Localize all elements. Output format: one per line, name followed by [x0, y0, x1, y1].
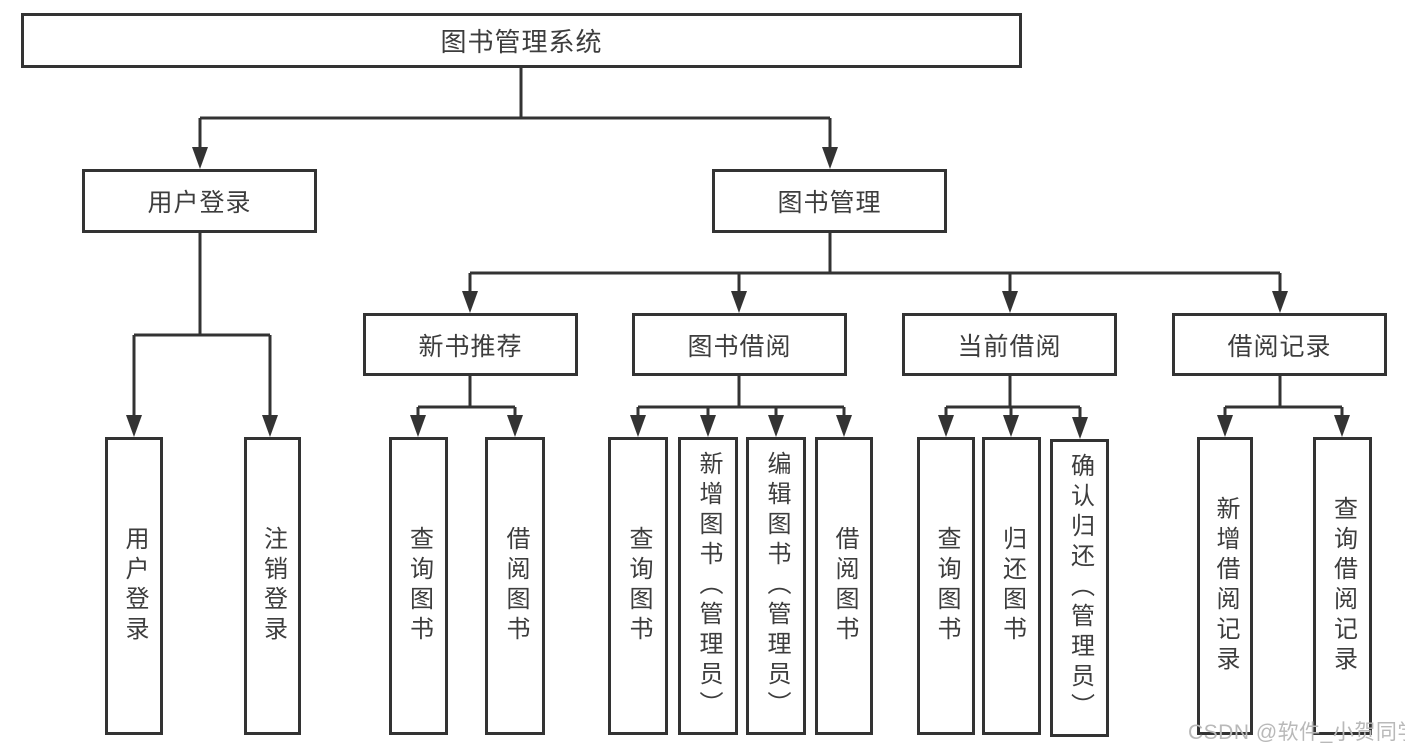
arrow-down-icon: [938, 415, 954, 437]
arrow-down-icon: [262, 415, 278, 437]
leaf-add-books-admin: 新增图书（管理员）: [678, 437, 738, 735]
leaf-return-books: 归还图书: [982, 437, 1041, 735]
connector-current: [944, 376, 1082, 418]
arrow-down-icon: [1003, 415, 1019, 437]
node-new-book-recommendation: 新书推荐: [363, 313, 578, 376]
arrow-down-icon: [410, 415, 426, 437]
connector-records: [1223, 376, 1344, 416]
node-book-borrowing: 图书借阅: [632, 313, 847, 376]
arrow-down-icon: [462, 291, 478, 313]
node-user-login: 用户登录: [82, 169, 317, 233]
arrow-down-icon: [1334, 415, 1350, 437]
arrow-down-icon: [836, 415, 852, 437]
node-library-management-system: 图书管理系统: [21, 13, 1022, 68]
connector-book-mgmt: [468, 233, 1282, 292]
leaf-borrow-books: 借阅图书: [485, 437, 545, 735]
arrow-down-icon: [768, 415, 784, 437]
leaf-user-login: 用户登录: [105, 437, 163, 735]
arrow-down-icon: [1272, 291, 1288, 313]
arrow-down-icon: [630, 415, 646, 437]
arrow-down-icon: [731, 291, 747, 313]
node-book-management: 图书管理: [712, 169, 947, 233]
arrow-down-icon: [1217, 415, 1233, 437]
leaf-add-borrow-record: 新增借阅记录: [1197, 437, 1253, 735]
leaf-borrow-books: 借阅图书: [815, 437, 873, 735]
leaf-query-books: 查询图书: [917, 437, 975, 735]
arrow-down-icon: [700, 415, 716, 437]
leaf-query-books: 查询图书: [389, 437, 448, 735]
arrow-down-icon: [1002, 291, 1018, 313]
leaf-logout: 注销登录: [244, 437, 301, 735]
leaf-edit-books-admin: 编辑图书（管理员）: [746, 437, 806, 735]
arrow-down-icon: [507, 415, 523, 437]
arrow-down-icon: [126, 415, 142, 437]
arrow-down-icon: [192, 147, 208, 169]
arrow-down-icon: [822, 147, 838, 169]
connector-user-login: [132, 233, 272, 416]
leaf-query-borrow-record: 查询借阅记录: [1313, 437, 1372, 735]
connector-root: [198, 68, 832, 148]
csdn-watermark: CSDN @软件_小贺同学: [1188, 721, 1405, 744]
connector-borrowing: [636, 376, 846, 416]
node-borrowing-records: 借阅记录: [1172, 313, 1387, 376]
connector-new-book: [416, 376, 517, 416]
leaf-query-books: 查询图书: [608, 437, 668, 735]
node-current-borrowing: 当前借阅: [902, 313, 1117, 376]
arrow-down-icon: [1072, 417, 1088, 439]
leaf-confirm-return-admin: 确认归还（管理员）: [1050, 439, 1109, 737]
